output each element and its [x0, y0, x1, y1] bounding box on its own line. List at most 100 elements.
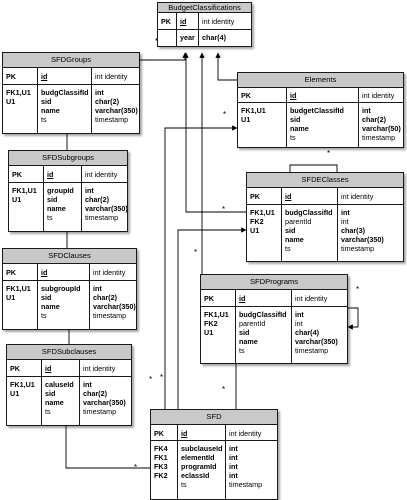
- pk-label-text: PK: [241, 91, 251, 100]
- relationship-el-to-bc: [215, 52, 237, 81]
- pk-column-name: id: [176, 13, 198, 29]
- pk-column-type-text: int identity: [95, 72, 128, 81]
- field-type: int: [83, 380, 92, 389]
- field-type: varchar(350): [85, 204, 127, 213]
- field-type: char(4): [202, 33, 226, 42]
- pk-column-name: id: [281, 188, 337, 204]
- fk-label: FK3: [154, 462, 168, 471]
- field-type: timestamp: [341, 244, 375, 253]
- pk-label-text: PK: [154, 428, 164, 438]
- field-name: budgetClassifId: [290, 106, 344, 115]
- fk-label: FK1: [154, 453, 168, 462]
- field-type: int: [95, 88, 104, 97]
- field-type: varchar(350): [93, 302, 136, 311]
- fk-label: U1: [204, 328, 214, 337]
- pk-column-name-text: id: [41, 72, 48, 81]
- entity-title: SFDSubgroups: [9, 151, 127, 166]
- fk-labels: [158, 30, 176, 46]
- relationship-sfd-to-ec: [177, 227, 247, 409]
- cardinality-label: *: [223, 110, 226, 119]
- field-name: ts: [181, 480, 187, 489]
- pk-column-type: int identity: [89, 264, 136, 280]
- pk-column-name: id: [286, 88, 358, 102]
- cardinality-label: *: [134, 463, 137, 472]
- pk-column-name-text: id: [285, 192, 292, 201]
- pk-label: PK: [7, 360, 41, 376]
- field-type: char(4): [295, 328, 319, 337]
- field-type: int: [229, 444, 238, 453]
- pk-label-text: PK: [204, 294, 214, 303]
- pk-column-type: int identity: [337, 188, 403, 204]
- pk-column-name: id: [177, 425, 225, 440]
- field-type: varchar(350): [95, 106, 138, 115]
- pk-column-name: id: [37, 264, 89, 280]
- field-name: caluseId: [45, 380, 74, 389]
- field-name: sid: [239, 328, 250, 337]
- entity-title: SFDSubclauses: [7, 345, 131, 360]
- fk-label: U1: [12, 195, 22, 204]
- field-type: int: [229, 471, 238, 480]
- field-type: timestamp: [229, 480, 263, 489]
- field-type: int: [341, 217, 349, 226]
- pk-label: PK: [151, 425, 177, 440]
- field-name: subgroupId: [41, 284, 81, 293]
- pk-column-type-text: int identity: [83, 364, 116, 373]
- field-type: varchar(50): [362, 124, 401, 133]
- pk-column-name-text: id: [41, 268, 48, 277]
- fk-label: U1: [10, 389, 20, 398]
- pk-column-type-text: int identity: [295, 294, 328, 303]
- cardinality-label: *: [194, 248, 197, 257]
- pk-column-name-text: id: [290, 91, 297, 100]
- fk-label: FK2: [250, 217, 264, 226]
- field-name: subclauseId: [181, 444, 223, 453]
- pk-column-name: id: [235, 290, 291, 306]
- pk-label: PK: [3, 264, 37, 280]
- field-name: ts: [47, 213, 53, 222]
- field-name: budgClassifId: [239, 310, 287, 319]
- pk-column-type-text: int identity: [229, 428, 262, 438]
- pk-row: PK id int identity: [3, 264, 136, 281]
- pk-row: PK id int identity: [201, 290, 347, 307]
- field-name: ts: [239, 346, 245, 355]
- field-name: name: [239, 337, 258, 346]
- field-types: char(4): [198, 30, 251, 46]
- pk-column-type: int identity: [358, 88, 403, 102]
- pk-column-type-text: int identity: [202, 17, 235, 26]
- fk-label: FK1,U1: [204, 310, 229, 319]
- pk-label: PK: [158, 13, 176, 29]
- field-name: budgClassifId: [41, 88, 89, 97]
- pk-column-name: id: [37, 68, 91, 84]
- fk-label: FK1,U1: [6, 88, 31, 97]
- fk-label: FK1,U1: [6, 284, 31, 293]
- field-name: sid: [290, 115, 301, 124]
- pk-label: PK: [201, 290, 235, 306]
- pk-label-text: PK: [6, 72, 16, 81]
- cardinality-label: *: [160, 373, 163, 382]
- pk-column-name-text: id: [181, 428, 188, 438]
- field-name: eclassId: [181, 471, 210, 480]
- field-type: timestamp: [85, 213, 119, 222]
